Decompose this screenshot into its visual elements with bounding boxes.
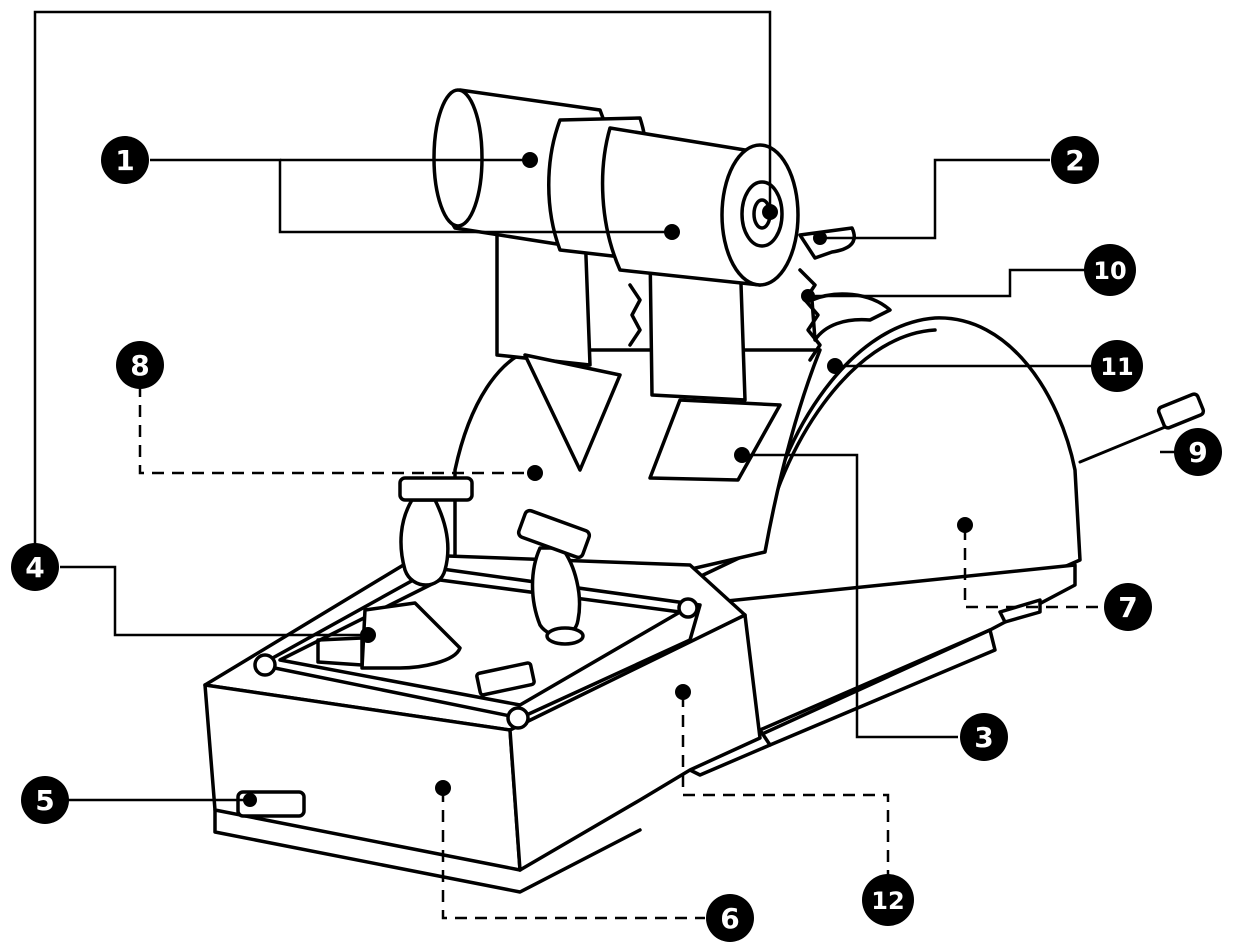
plate-screw-front (506, 706, 530, 730)
leader-line-4-branch (60, 565, 366, 637)
callout-11: 11 (1091, 340, 1143, 392)
toggle-cap-left (398, 476, 474, 502)
callout-2: 2 (1051, 136, 1099, 184)
callout-6-number: 6 (720, 902, 739, 935)
base-side-face (508, 613, 762, 872)
left-lever-fork (523, 353, 622, 472)
callout-9-number: 9 (1188, 436, 1207, 469)
callout-7: 7 (1104, 583, 1152, 631)
callout-1: 1 (101, 136, 149, 184)
toggle-cap-right (516, 508, 592, 560)
anchor-dot-7 (957, 517, 973, 533)
detent-guide-left (628, 283, 642, 347)
anchor-dots (243, 152, 973, 807)
plate-screw-left (253, 653, 277, 677)
detent-guide-right (798, 268, 822, 362)
callout-1-number: 1 (115, 144, 134, 177)
callout-6: 6 (706, 894, 754, 942)
leader-line-1 (150, 158, 668, 234)
leader-line-7 (963, 528, 1102, 609)
toggle-base-right (545, 626, 585, 646)
toggle-stem-left (399, 498, 450, 587)
leader-line-4 (33, 10, 772, 553)
anchor-dot-2 (813, 231, 827, 245)
anchor-dot-4a (762, 204, 778, 220)
plate-pad (475, 661, 536, 697)
anchor-dot-10 (801, 289, 815, 303)
anchor-dot-4b (360, 627, 376, 643)
callout-3-number: 3 (974, 721, 993, 754)
callout-8-number: 8 (130, 349, 149, 382)
anchor-dot-11 (827, 358, 843, 374)
callout-10: 10 (1084, 244, 1136, 296)
callout-2-number: 2 (1065, 144, 1084, 177)
callout-5-number: 5 (35, 784, 54, 817)
leader-line-10 (808, 268, 1085, 298)
leader-line-3 (740, 453, 958, 739)
callout-12-number: 12 (871, 887, 904, 915)
control-plate (258, 566, 702, 720)
usb-cable (1078, 423, 1172, 464)
dashed-leader-lines (138, 385, 1102, 920)
leader-line-2 (820, 158, 1050, 240)
anchor-dot-3 (734, 447, 750, 463)
callout-8: 8 (116, 341, 164, 389)
callout-3: 3 (960, 713, 1008, 761)
anchor-dot-6 (435, 780, 451, 796)
anchor-dot-12 (675, 684, 691, 700)
left-grip-endcap (432, 88, 484, 228)
callout-12: 12 (862, 874, 914, 926)
leader-line-12 (681, 695, 890, 875)
usb-plug (1156, 392, 1206, 430)
callout-7-number: 7 (1118, 591, 1137, 624)
callout-5: 5 (21, 776, 69, 824)
friction-wheel (810, 292, 892, 342)
anchor-dot-8 (527, 465, 543, 481)
slider-switch-base (316, 636, 364, 667)
leader-line-6 (441, 790, 705, 920)
anchor-dot-1b (664, 224, 680, 240)
callout-4-number: 4 (25, 551, 44, 584)
housing-notch-right (998, 598, 1042, 624)
slider-switch (360, 601, 462, 670)
callout-9: 9 (1174, 428, 1222, 476)
throttle-device-illustration (203, 88, 1206, 894)
plate-screw-right (677, 597, 699, 619)
anchor-dot-1a (522, 152, 538, 168)
reverse-trigger (798, 226, 856, 260)
anchor-dot-5 (243, 793, 257, 807)
leader-lines (33, 10, 1175, 802)
base-bottom-skirt (213, 808, 642, 894)
callout-4: 4 (11, 543, 59, 591)
leader-line-8 (138, 385, 530, 475)
callout-10-number: 10 (1093, 257, 1126, 285)
callout-11-number: 11 (1100, 353, 1133, 381)
